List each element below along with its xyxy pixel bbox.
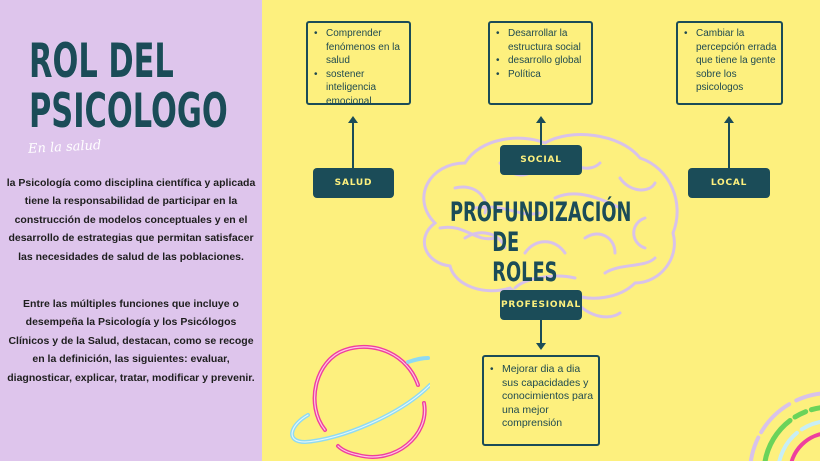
arrow-profesional [536,320,546,350]
social-item: Política [496,68,587,82]
arrow-local [724,116,734,168]
central-title: PROFUNDIZACIÓN DE ROLES [450,197,632,288]
neon-planet-icon [290,344,430,459]
central-title-line-1: PROFUNDIZACIÓN [450,197,632,228]
arrow-social [536,116,546,145]
salud-item: Comprender fenómenos en la salud [314,27,405,68]
central-title-line-2: DE ROLES [492,227,558,288]
title-line-1: ROL DEL [29,34,174,89]
social-item: Desarrollar la estructura social [496,27,587,54]
arrow-salud [348,116,358,168]
title-line-2: PSICOLOGO [29,84,228,139]
profesional-item: Mejorar dia a dia sus capacidades y cono… [490,363,594,431]
social-box: Desarrollar la estructura social desarro… [488,21,593,105]
functions-paragraph: Entre las múltiples funciones que incluy… [7,298,255,384]
tag-profesional: PROFESIONAL [500,290,582,320]
salud-item: sostener inteligencia emocional [314,68,405,109]
page-title: ROL DEL PSICOLOGO [29,34,228,139]
tag-salud: SALUD [313,168,394,198]
intro-paragraph: la Psicología como disciplina científica… [6,177,256,263]
subtitle: En la salud [27,138,102,157]
social-item: desarrollo global [496,54,587,68]
profesional-box: Mejorar dia a dia sus capacidades y cono… [482,355,600,446]
local-item: Cambiar la percepción errada que tiene l… [684,27,777,95]
left-panel: ROL DEL PSICOLOGO En la salud la Psicolo… [0,0,262,461]
local-box: Cambiar la percepción errada que tiene l… [676,21,783,105]
tag-social: SOCIAL [500,145,582,175]
brain-icon [422,133,679,319]
tag-local: LOCAL [688,168,770,198]
salud-box: Comprender fenómenos en la salud sostene… [306,21,411,107]
neon-rings-icon [748,391,820,461]
